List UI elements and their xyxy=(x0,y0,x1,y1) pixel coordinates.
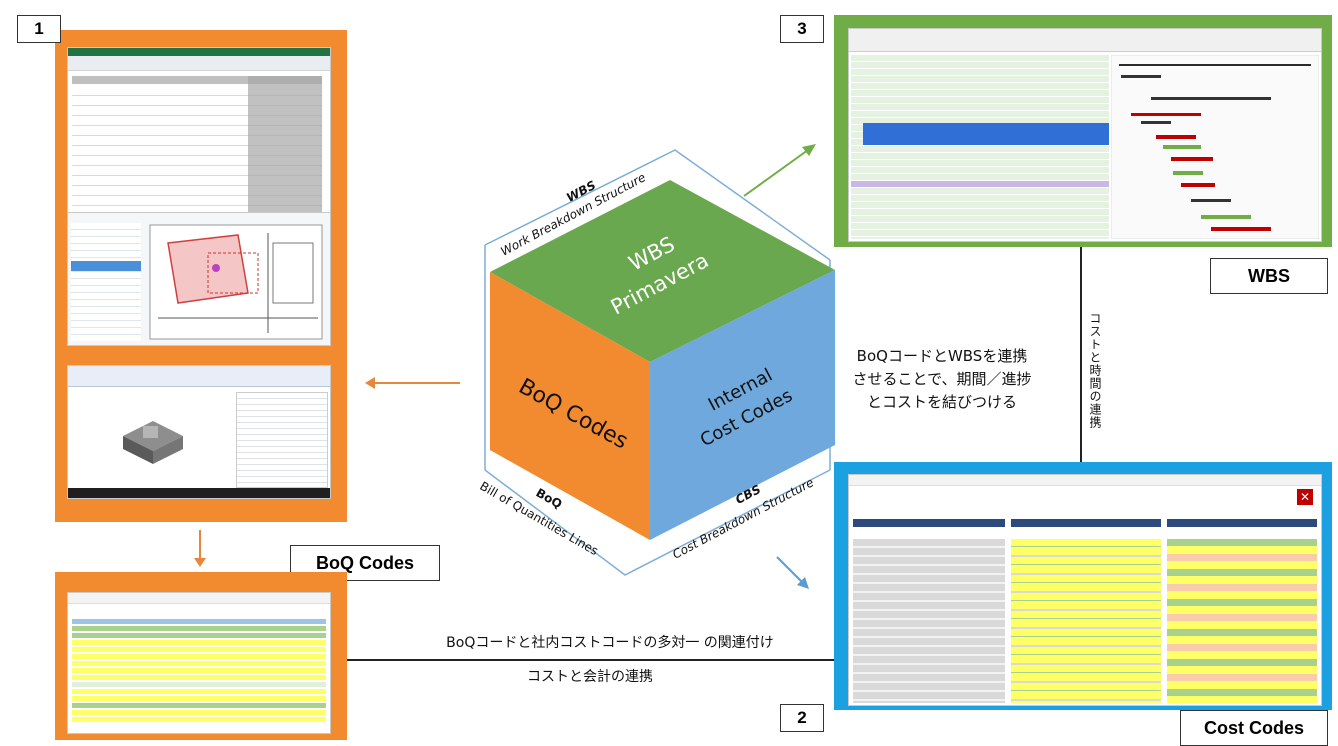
model-ribbon xyxy=(68,366,330,387)
excel-ribbon xyxy=(68,56,330,71)
cube-top-face xyxy=(490,180,835,362)
table-row xyxy=(72,717,326,722)
drawing-selected-rows xyxy=(71,261,141,271)
link-text-line3: とコストを結びつける xyxy=(866,393,1017,411)
bottom-text-line2: コストと会計の連携 xyxy=(527,669,653,685)
cube-frame-bottom xyxy=(484,469,831,576)
table-row xyxy=(72,633,326,638)
drawing-sidepanel xyxy=(71,223,141,341)
cost-codes-panel: ✕ xyxy=(834,462,1332,710)
table-row xyxy=(72,654,326,659)
boq-3d-model-screenshot xyxy=(67,365,331,499)
primavera-activity-table xyxy=(851,55,1109,239)
table-row xyxy=(72,619,326,624)
excel-titlebar xyxy=(68,48,330,56)
link-text-line1: BoQコードとWBSを連携 xyxy=(856,347,1028,365)
cost-col2-list xyxy=(1011,539,1161,703)
table-row xyxy=(72,661,326,666)
boq-panel xyxy=(55,30,347,522)
connector-horizontal xyxy=(347,659,834,661)
connector-vertical xyxy=(1080,247,1082,463)
table-row xyxy=(72,647,326,652)
arrow-up-green xyxy=(743,144,816,197)
floor-plan-drawing xyxy=(149,224,323,340)
table-titlebar xyxy=(68,593,330,604)
table-row xyxy=(72,626,326,631)
table-row xyxy=(72,696,326,701)
link-text-line2: させることで、期間／進捗 xyxy=(852,370,1032,388)
table-row xyxy=(72,675,326,680)
boq-drawing-screenshot xyxy=(67,212,331,346)
boq-table-panel xyxy=(55,572,347,740)
cost-app-header xyxy=(849,475,1321,486)
gantt-chart xyxy=(1111,55,1319,239)
cost-col2-header xyxy=(1011,519,1161,527)
vertical-text: コストと時間の連携 xyxy=(1088,312,1102,429)
cost-col3-header xyxy=(1167,519,1317,527)
primavera-screenshot xyxy=(848,28,1322,242)
model-properties-table xyxy=(236,392,328,488)
marker-2: 2 xyxy=(780,704,824,732)
arrow-down-blue xyxy=(776,556,809,589)
primavera-highlight-row xyxy=(851,181,1109,187)
table-row xyxy=(72,640,326,645)
primavera-menubar xyxy=(849,29,1321,52)
cube-right-face xyxy=(650,270,835,540)
cube-frame-top xyxy=(484,149,831,261)
label-wbs: WBS xyxy=(1210,258,1328,294)
primavera-selected-rows xyxy=(863,123,1109,145)
model-taskbar xyxy=(68,488,330,498)
bottom-text-line1: BoQコードと社内コストコードの多対一 の関連付け xyxy=(446,635,774,651)
boq-abbr: BoQ xyxy=(534,486,565,512)
marker-1: 1 xyxy=(17,15,61,43)
cube-diagram: WBS Primavera BoQ Codes Internal Cost Co… xyxy=(477,149,835,576)
arrow-left-orange xyxy=(365,377,460,389)
spreadsheet-gray-column xyxy=(248,76,322,214)
spreadsheet-header-row xyxy=(72,76,322,84)
cost-col3-list xyxy=(1167,539,1317,703)
table-row xyxy=(72,668,326,673)
wbs-panel xyxy=(834,15,1332,247)
table-row xyxy=(72,682,326,687)
cost-codes-screenshot: ✕ xyxy=(848,474,1322,706)
cost-col1-header xyxy=(853,519,1005,527)
boq-table-screenshot xyxy=(67,592,331,734)
close-icon[interactable]: ✕ xyxy=(1297,489,1313,505)
table-row xyxy=(72,710,326,715)
table-row xyxy=(72,689,326,694)
label-cost-codes: Cost Codes xyxy=(1180,710,1328,746)
boq-spreadsheet-screenshot xyxy=(67,47,331,221)
marker-3: 3 xyxy=(780,15,824,43)
building-3d-model xyxy=(123,421,183,464)
cube-left-face xyxy=(490,272,650,540)
cost-col1-list xyxy=(853,539,1005,703)
arrow-down-orange xyxy=(194,530,206,567)
table-row xyxy=(72,703,326,708)
